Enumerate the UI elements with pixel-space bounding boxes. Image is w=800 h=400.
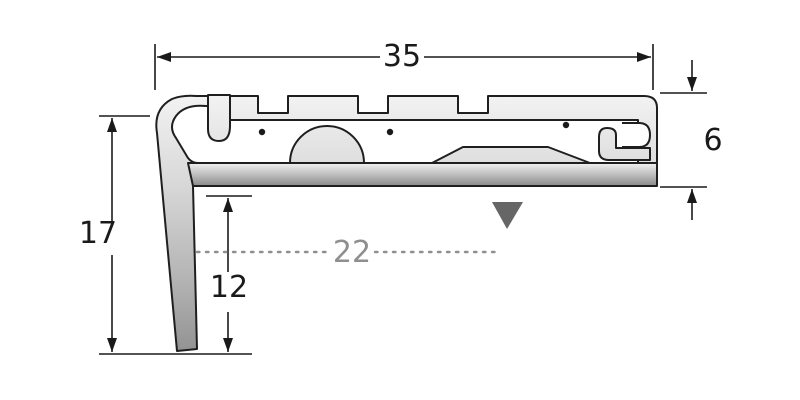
dimension-middle-depth: 22 [195, 235, 500, 270]
flange-dome-rib [289, 125, 365, 164]
dimension-inner-height: 12 [206, 195, 252, 352]
triangle-position-marker-icon [492, 202, 523, 229]
flange-trapezoid-rib [431, 146, 591, 164]
base-flange [187, 162, 658, 187]
dim-label-inner-height: 12 [210, 270, 248, 305]
front-lip-hook [207, 94, 231, 142]
dimension-left-height: 17 [79, 115, 252, 355]
rivet-dot [562, 121, 570, 129]
dimension-right-thickness: 6 [660, 60, 723, 220]
rivet-dot [258, 128, 266, 136]
rear-slot [622, 122, 651, 148]
dim-label-middle-depth: 22 [333, 235, 371, 270]
dim-label-top-width: 35 [383, 39, 421, 74]
dim-label-right-thickness: 6 [703, 123, 722, 158]
rear-hook-barb [598, 127, 651, 161]
dim-label-left-height: 17 [79, 216, 117, 251]
rivet-dot [386, 128, 394, 136]
dimension-top-width: 35 [154, 39, 654, 90]
profile [155, 94, 658, 352]
